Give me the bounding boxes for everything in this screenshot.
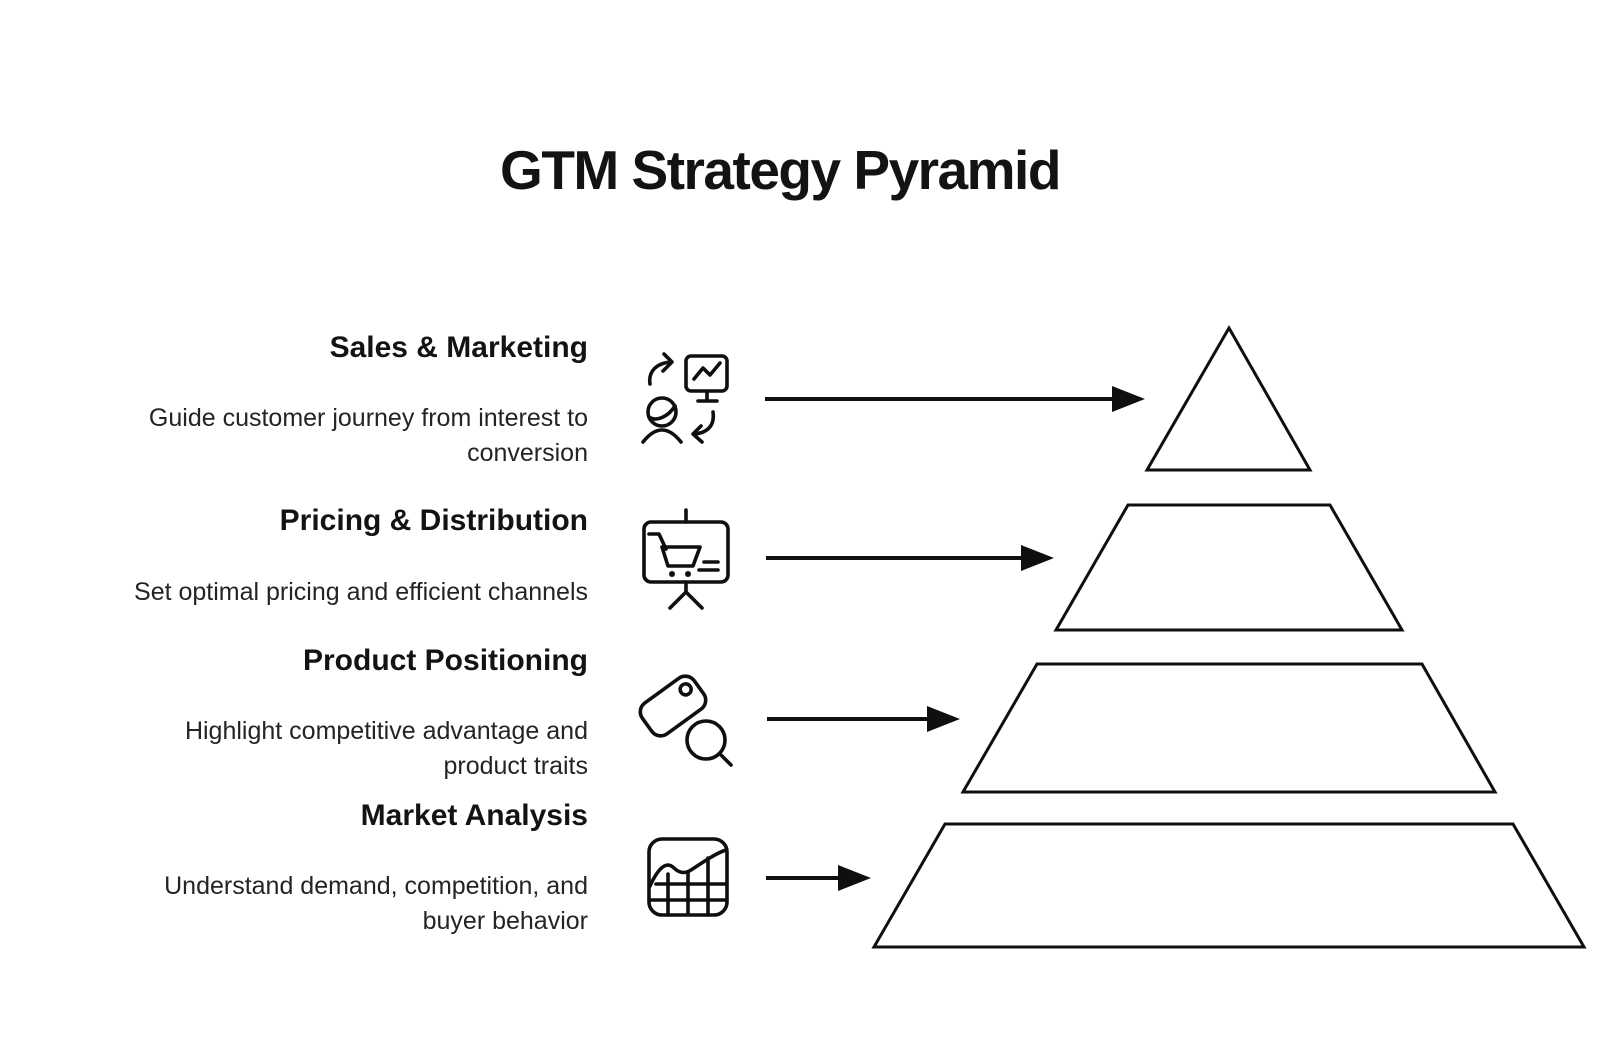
row-market-analysis-desc: Understand demand, competition, and buye… [164,872,588,935]
page-title: GTM Strategy Pyramid [500,139,1061,201]
row-product-positioning-desc: Highlight competitive advantage and prod… [184,717,588,780]
arrow-market-analysis [766,865,871,891]
customer-journey-icon [641,352,729,444]
pyramid-level-2-pricing-distribution [1053,503,1405,632]
row-sales-marketing-label: Sales & Marketing [329,331,588,364]
pyramid-level-4-market-analysis [871,822,1587,949]
row-pricing-distribution-desc: Set optimal pricing and efficient channe… [134,578,588,606]
market-chart-icon [647,837,729,917]
row-product-positioning-text: Product Positioning [30,643,588,679]
row-market-analysis-label: Market Analysis [360,799,588,832]
row-market-analysis-text: Market Analysis [30,798,588,834]
pyramid-level-3-product-positioning [960,662,1498,794]
row-sales-marketing-text: Sales & Marketing [30,330,588,366]
tag-search-icon [638,674,733,767]
arrow-sales-marketing [765,386,1145,412]
row-pricing-distribution-text: Pricing & Distribution [30,503,588,539]
pyramid-level-1-sales-marketing [1144,324,1313,472]
row-pricing-distribution-label: Pricing & Distribution [279,504,588,537]
pricing-board-icon [642,508,730,610]
arrow-product-positioning [767,706,960,732]
row-product-positioning-label: Product Positioning [303,644,588,677]
row-sales-marketing-desc: Guide customer journey from interest to … [148,404,588,467]
arrow-pricing-distribution [766,545,1054,571]
